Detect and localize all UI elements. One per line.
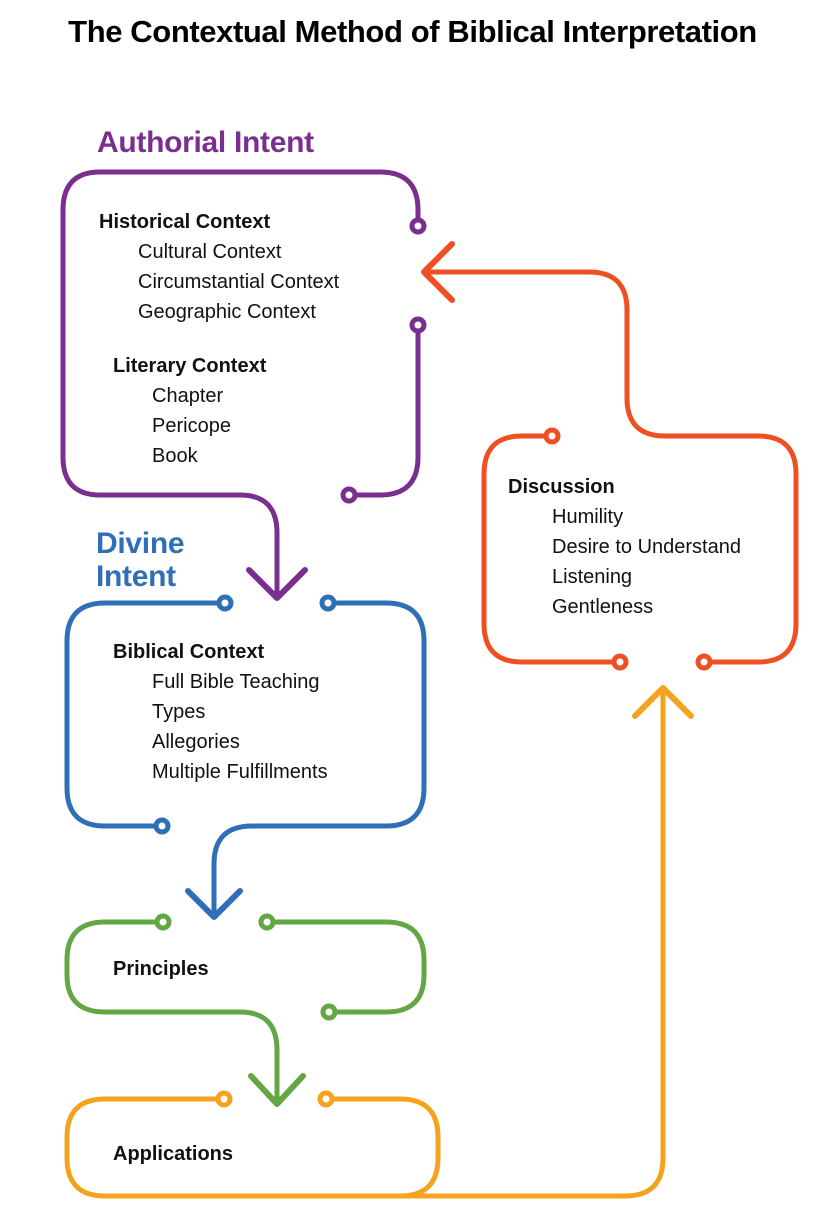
arrow-applications-to-discussion xyxy=(632,685,694,719)
discussion-label: Discussion xyxy=(508,476,615,498)
authorial-intent-box xyxy=(60,169,427,601)
connector-dot xyxy=(215,1090,233,1108)
authorial-intent-heading: Authorial Intent xyxy=(97,126,314,159)
chapter-item: Chapter xyxy=(152,385,224,407)
arrow-principles-to-applications xyxy=(248,1073,306,1107)
connector-dot xyxy=(216,594,234,612)
divine-intent-box xyxy=(64,594,427,920)
connector-dot xyxy=(611,653,629,671)
applications-box-outline xyxy=(64,1096,441,1199)
multiple-fulfillments-item: Multiple Fulfillments xyxy=(152,761,328,783)
arrow-discussion-to-authorial xyxy=(421,241,455,303)
principles-box-right xyxy=(270,919,427,1015)
connector-dot xyxy=(695,653,713,671)
connector-dot xyxy=(258,913,276,931)
authorial-box-right-lower xyxy=(352,327,421,498)
desire-to-understand-item: Desire to Understand xyxy=(552,536,741,558)
pericope-item: Pericope xyxy=(152,415,231,437)
divine-intent-heading: Divine Intent xyxy=(96,527,185,593)
principles-box xyxy=(64,913,427,1107)
humility-item: Humility xyxy=(552,506,624,528)
discussion-box-outline xyxy=(481,433,617,665)
allegories-item: Allegories xyxy=(152,731,240,753)
full-bible-teaching-item: Full Bible Teaching xyxy=(152,671,320,693)
principles-label: Principles xyxy=(113,958,209,980)
circumstantial-context-item: Circumstantial Context xyxy=(138,271,340,293)
gentleness-item: Gentleness xyxy=(552,596,654,618)
principles-box-left xyxy=(64,919,280,1107)
geographic-context-item: Geographic Context xyxy=(138,301,316,323)
discussion-box xyxy=(421,241,799,671)
connector-dot xyxy=(319,594,337,612)
connector-dot xyxy=(409,217,427,235)
types-item: Types xyxy=(152,701,206,723)
biblical-context-label: Biblical Context xyxy=(113,641,265,663)
applications-box xyxy=(64,685,694,1199)
connector-dot xyxy=(543,427,561,445)
divine-intent-heading-line1: Divine xyxy=(96,527,185,560)
connector-dot xyxy=(153,817,171,835)
applications-to-discussion-line xyxy=(397,687,666,1199)
arrow-divine-to-principles xyxy=(185,888,243,920)
connector-dot xyxy=(409,316,427,334)
connector-dot xyxy=(154,913,172,931)
arrow-authorial-to-divine xyxy=(246,567,308,601)
divine-intent-heading-line2: Intent xyxy=(96,560,176,593)
literary-context-label: Literary Context xyxy=(113,355,267,377)
applications-label: Applications xyxy=(113,1143,234,1165)
discussion-box-right xyxy=(422,269,799,665)
book-item: Book xyxy=(152,445,198,467)
connector-dot xyxy=(340,486,358,504)
diagram-title: The Contextual Method of Biblical Interp… xyxy=(68,14,757,49)
authorial-box-outline xyxy=(60,169,421,598)
cultural-context-item: Cultural Context xyxy=(138,241,282,263)
divine-box-left xyxy=(64,600,221,829)
historical-context-label: Historical Context xyxy=(99,211,271,233)
connector-dot xyxy=(320,1003,338,1021)
connector-dot xyxy=(317,1090,335,1108)
listening-item: Listening xyxy=(552,566,633,588)
divine-box-right xyxy=(211,600,427,918)
